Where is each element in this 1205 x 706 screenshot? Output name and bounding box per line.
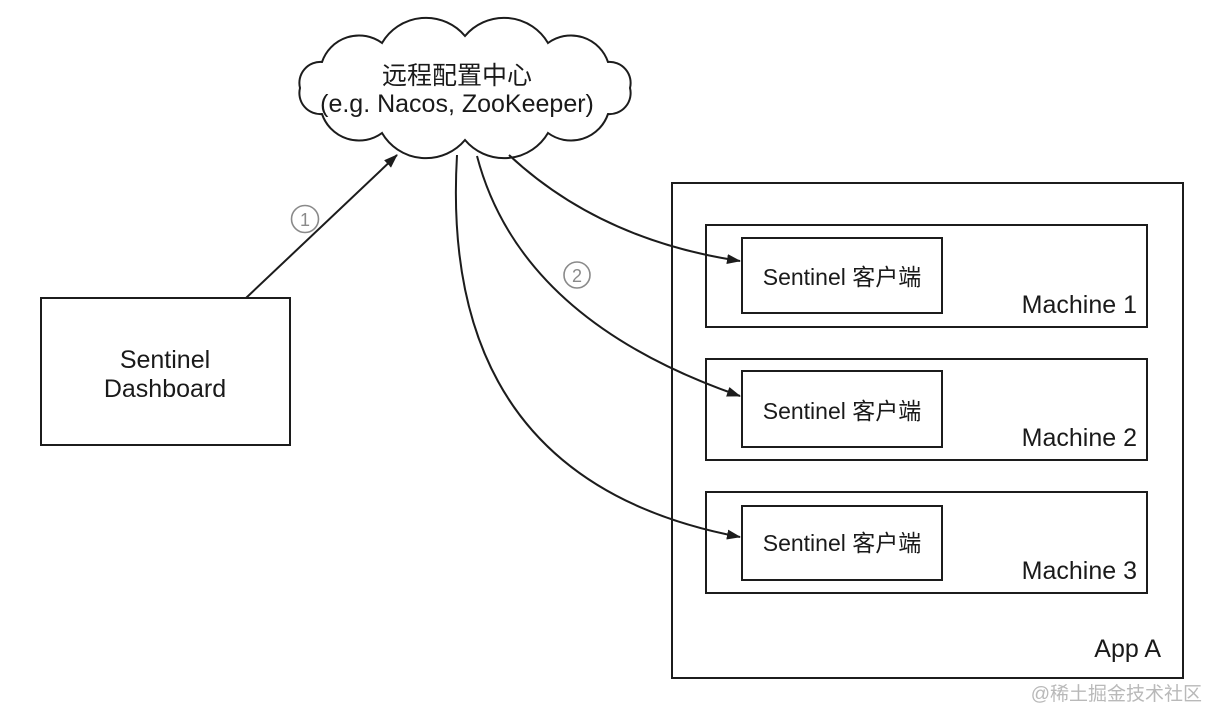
step-2-badge <box>563 261 591 289</box>
machine-3-client-box <box>741 505 943 581</box>
dashboard-label-line1: Sentinel <box>120 346 210 374</box>
sentinel-dashboard-box <box>40 297 291 446</box>
curve-config-to-machine-1 <box>508 154 741 265</box>
step-2-number: 2 <box>572 266 582 286</box>
machine-1-client-label: Sentinel 客户端 <box>763 264 922 290</box>
curve-config-to-machine-2 <box>476 155 741 397</box>
machine-2-client-box <box>741 370 943 448</box>
machine-1-client-box <box>741 237 943 314</box>
watermark: @稀土掘金技术社区 <box>1031 683 1202 705</box>
cloud-subtitle: (e.g. Nacos, ZooKeeper) <box>320 90 594 118</box>
remote-config-cloud <box>298 16 632 160</box>
dashboard-label-line2: Dashboard <box>104 375 226 403</box>
step-1-badge <box>290 204 320 234</box>
step-1-number: 1 <box>300 210 310 230</box>
arrow-dashboard-to-config <box>245 154 398 299</box>
machine-3-label: Machine 3 <box>1022 557 1137 585</box>
machine-2-label: Machine 2 <box>1022 424 1137 452</box>
cloud-title: 远程配置中心 <box>382 62 532 90</box>
app-a-label: App A <box>1094 635 1161 663</box>
machine-2-client-label: Sentinel 客户端 <box>763 398 922 424</box>
machine-3-client-label: Sentinel 客户端 <box>763 530 922 556</box>
curve-config-to-machine-3 <box>454 154 741 540</box>
machine-1-label: Machine 1 <box>1022 291 1137 319</box>
